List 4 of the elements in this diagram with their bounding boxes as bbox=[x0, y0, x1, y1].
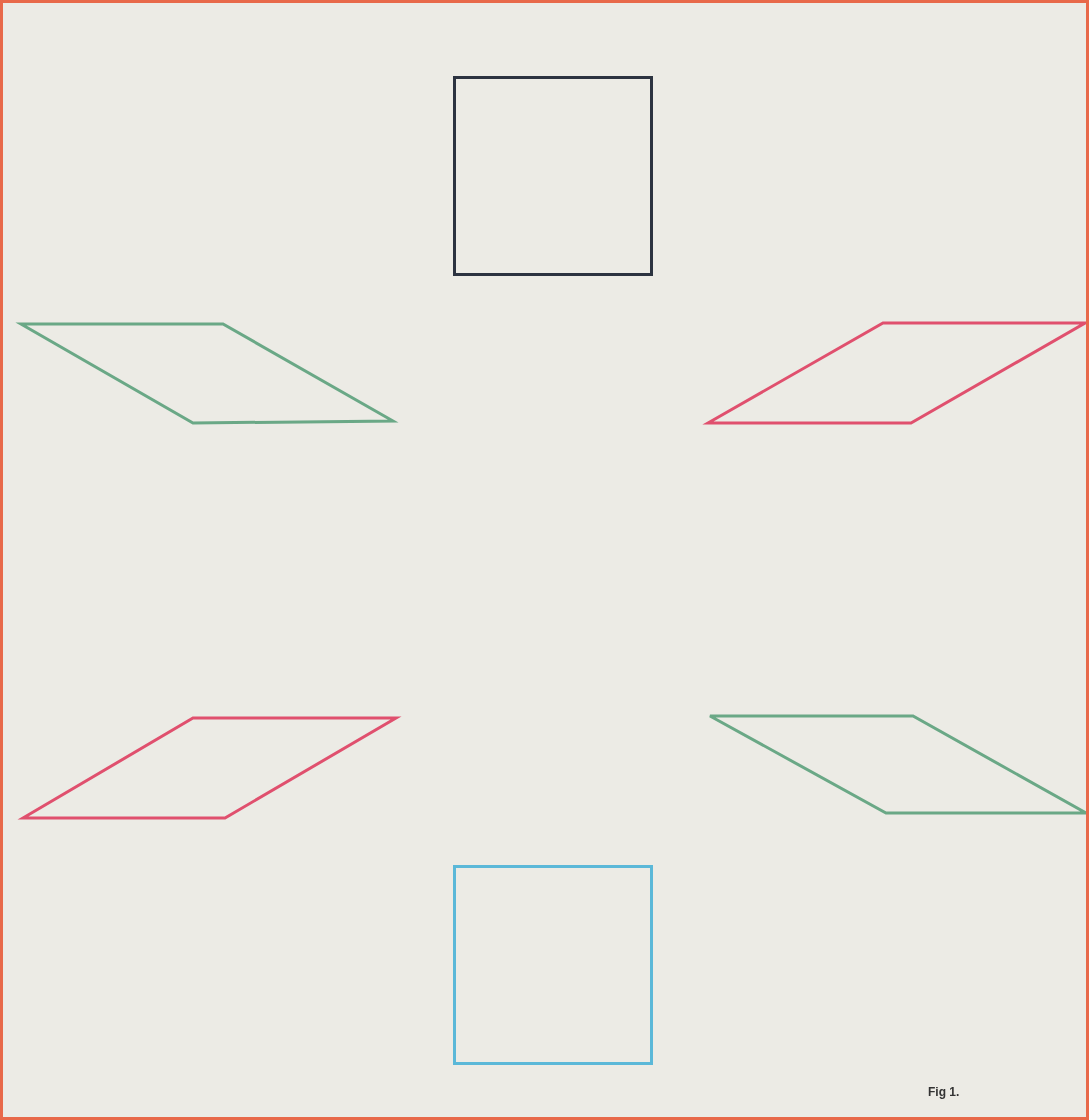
parallelogram-outline bbox=[708, 713, 1086, 816]
figure-caption: Fig 1. bbox=[928, 1085, 960, 1099]
square-outline bbox=[453, 865, 653, 1065]
square-outline bbox=[453, 76, 653, 276]
